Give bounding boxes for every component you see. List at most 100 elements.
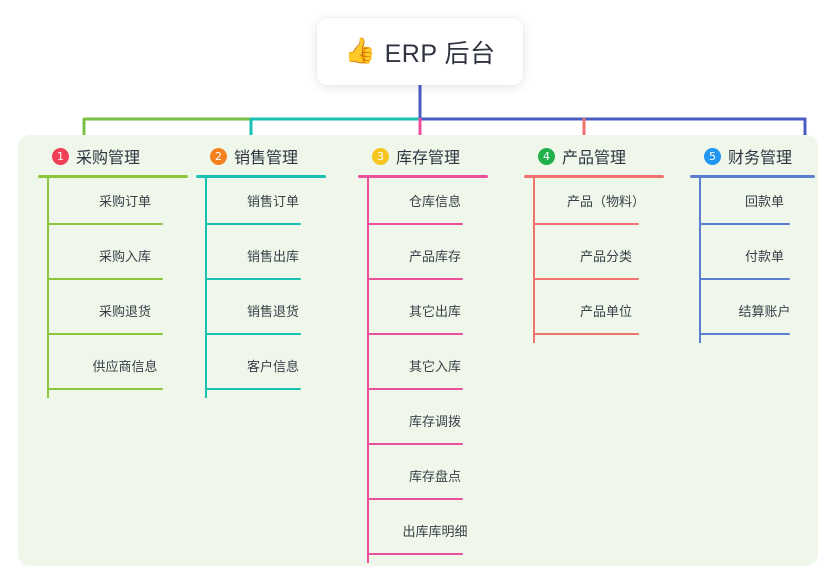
leaf-node-label: 产品分类 [579,249,632,264]
column-badge-4: 4 [538,147,555,165]
leaf-node[interactable]: 付款单 [690,233,815,288]
leaf-node-label: 仓库信息 [408,194,461,209]
column-1: 1 采购管理采购订单采购入库采购退货供应商信息 [38,143,188,398]
leaf-node-label: 产品库存 [408,249,461,264]
column-title-3: 库存管理 [396,150,461,167]
column-underline-3 [358,175,488,178]
leaf-node[interactable]: 供应商信息 [38,343,188,398]
column-underline-1 [38,175,188,178]
leaf-node-label: 采购入库 [98,249,151,264]
column-title-4: 产品管理 [562,150,627,167]
column-header-2[interactable]: 2 销售管理 [196,143,326,169]
root-node-title: ERP 后台 [384,39,496,68]
column-badge-1: 1 [52,147,69,165]
leaf-node-label: 付款单 [744,249,784,264]
leaf-node-underline [47,333,163,335]
leaf-node-label: 销售出库 [246,249,299,264]
root-node[interactable]: 👍 ERP 后台 [317,18,523,85]
leaf-node-underline [699,333,790,335]
leaf-node-underline [47,388,163,390]
column-title-5: 财务管理 [728,150,793,167]
column-header-1[interactable]: 1 采购管理 [38,143,188,169]
leaf-node-underline [367,223,463,225]
column-header-4[interactable]: 4 产品管理 [524,143,664,169]
leaf-node[interactable]: 产品库存 [358,233,488,288]
leaf-node-underline [367,333,463,335]
leaf-node[interactable]: 采购入库 [38,233,188,288]
leaf-node-label: 采购订单 [98,194,151,209]
leaf-node-label: 回款单 [744,194,784,209]
leaf-node[interactable]: 采购退货 [38,288,188,343]
leaf-node[interactable]: 其它入库 [358,343,488,398]
column-items-3: 仓库信息产品库存其它出库其它入库库存调拨库存盘点出库库明细 [358,178,488,563]
leaf-node-underline [367,443,463,445]
leaf-node-label: 采购退货 [98,304,151,319]
column-underline-5 [690,175,815,178]
leaf-node-underline [367,498,463,500]
leaf-node-underline [699,278,790,280]
column-2: 2 销售管理销售订单销售出库销售退货客户信息 [196,143,326,398]
diagram-panel [18,135,818,566]
column-badge-5: 5 [704,147,721,165]
leaf-node[interactable]: 库存盘点 [358,453,488,508]
leaf-node-label: 销售订单 [246,194,299,209]
leaf-node-underline [533,278,639,280]
leaf-node-label: 产品单位 [579,304,632,319]
leaf-node-underline [205,278,301,280]
column-items-4: 产品（物料） 产品分类产品单位 [524,178,664,343]
column-header-5[interactable]: 5 财务管理 [690,143,815,169]
leaf-node-underline [47,223,163,225]
leaf-node-label: 其它入库 [408,359,461,374]
column-badge-2: 2 [210,147,227,165]
column-underline-2 [196,175,326,178]
leaf-node[interactable]: 销售订单 [196,178,326,233]
thumbs-up-icon: 👍 [344,37,376,65]
column-title-1: 采购管理 [76,150,141,167]
leaf-node-label: 库存调拨 [408,414,461,429]
leaf-node-underline [533,333,639,335]
leaf-node-underline [367,388,463,390]
leaf-node[interactable]: 销售出库 [196,233,326,288]
column-items-2: 销售订单销售出库销售退货客户信息 [196,178,326,398]
leaf-node-underline [533,223,639,225]
leaf-node[interactable]: 采购订单 [38,178,188,233]
leaf-node-label: 供应商信息 [92,359,158,374]
leaf-node-underline [205,388,301,390]
column-spine-1 [47,178,49,398]
leaf-node-label: 其它出库 [408,304,461,319]
column-5: 5 财务管理回款单付款单结算账户 [690,143,815,343]
leaf-node-label: 库存盘点 [408,469,461,484]
leaf-node[interactable]: 回款单 [690,178,815,233]
column-header-3[interactable]: 3 库存管理 [358,143,488,169]
leaf-node[interactable]: 库存调拨 [358,398,488,453]
column-spine-5 [699,178,701,343]
leaf-node[interactable]: 仓库信息 [358,178,488,233]
leaf-node-label: 产品（物料） [566,194,645,209]
leaf-node[interactable]: 出库库明细 [358,508,488,563]
leaf-node-label: 销售退货 [246,304,299,319]
leaf-node[interactable]: 客户信息 [196,343,326,398]
leaf-node[interactable]: 结算账户 [690,288,815,343]
leaf-node[interactable]: 销售退货 [196,288,326,343]
column-spine-2 [205,178,207,398]
leaf-node-label: 出库库明细 [402,524,468,539]
column-badge-3: 3 [372,147,389,165]
column-items-1: 采购订单采购入库采购退货供应商信息 [38,178,188,398]
leaf-node-label: 结算账户 [738,304,791,319]
leaf-node-underline [47,278,163,280]
leaf-node[interactable]: 产品（物料） [524,178,664,233]
column-spine-3 [367,178,369,563]
column-spine-4 [533,178,535,343]
leaf-node[interactable]: 其它出库 [358,288,488,343]
leaf-node-underline [205,333,301,335]
column-4: 4 产品管理产品（物料） 产品分类产品单位 [524,143,664,343]
leaf-node[interactable]: 产品分类 [524,233,664,288]
column-underline-4 [524,175,664,178]
column-items-5: 回款单付款单结算账户 [690,178,815,343]
leaf-node-underline [205,223,301,225]
column-title-2: 销售管理 [234,150,299,167]
column-3: 3 库存管理仓库信息产品库存其它出库其它入库库存调拨库存盘点出库库明细 [358,143,488,563]
leaf-node[interactable]: 产品单位 [524,288,664,343]
leaf-node-underline [367,278,463,280]
